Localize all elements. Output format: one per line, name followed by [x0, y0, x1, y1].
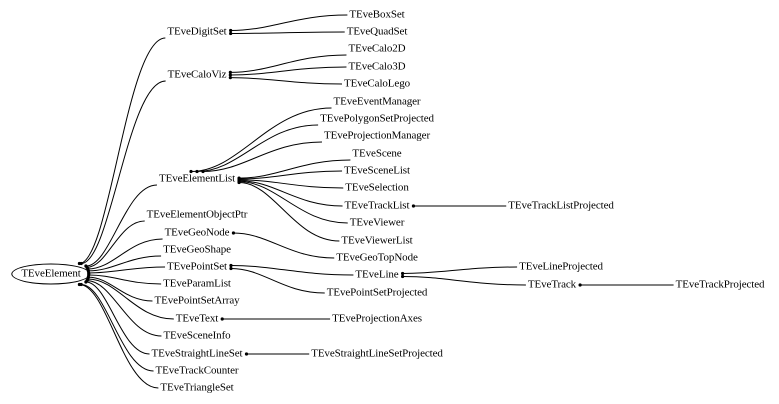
- node-TEveTrackList[interactable]: TEveTrackList: [344, 199, 410, 212]
- edge-TEveScene-to-TEveElementList: [239, 159, 351, 179]
- edge-TEvePolygonSetProjected-to-TEveElementList: [196, 124, 319, 172]
- arrowhead-icon: [229, 266, 233, 271]
- node-TEveSceneList[interactable]: TEveSceneList: [344, 164, 410, 177]
- arrowhead-icon: [411, 204, 416, 208]
- node-TEvePolygonSetProjected[interactable]: TEvePolygonSetProjected: [320, 112, 434, 125]
- node-TEveLine[interactable]: TEveLine: [355, 268, 399, 281]
- arrowhead-icon: [77, 282, 81, 287]
- arrowhead-icon: [228, 73, 232, 77]
- node-TEveBoxSet[interactable]: TEveBoxSet: [349, 8, 405, 21]
- arrowhead-icon: [189, 169, 193, 174]
- node-TEveEventManager[interactable]: TEveEventManager: [333, 95, 421, 108]
- edge-TEveLineProjected-to-TEveLine: [402, 266, 518, 274]
- arrowhead-icon: [84, 280, 88, 284]
- edge-TEveBoxSet-to-TEveDigitSet: [230, 14, 348, 31]
- edge-TEveViewerList-to-TEveElementList: [239, 182, 340, 242]
- edge-TEveSceneInfo-to-TEveElement: [86, 280, 162, 337]
- edge-TEveTrackCounter-to-TEveElement: [81, 284, 154, 372]
- node-TEvePointSet[interactable]: TEvePointSet: [167, 260, 227, 273]
- arrowhead-icon: [195, 169, 199, 174]
- edge-TEveElementList-to-TEveElement: [85, 184, 157, 267]
- edge-TEveQuadSet-to-TEveDigitSet: [230, 31, 345, 34]
- edge-TEvePointSetProjected-to-TEvePointSet: [230, 268, 325, 294]
- node-TEveDigitSet[interactable]: TEveDigitSet: [167, 25, 227, 38]
- edge-TEveViewer-to-TEveElementList: [239, 181, 348, 224]
- node-TEveSelection[interactable]: TEveSelection: [345, 181, 409, 194]
- node-TEveGeoNode[interactable]: TEveGeoNode: [164, 226, 230, 239]
- node-TEveCaloViz[interactable]: TEveCaloViz: [167, 68, 227, 81]
- edge-TEveGeoTopNode-to-TEveGeoNode: [233, 232, 335, 259]
- edge-TEveCaloLego-to-TEveCaloViz: [230, 77, 343, 85]
- edge-TEveEventManager-to-TEveElementList: [190, 107, 332, 172]
- arrowhead-icon: [578, 283, 582, 287]
- edge-TEveCalo2D-to-TEveCaloViz: [230, 54, 347, 73]
- node-TEveProjectionManager[interactable]: TEveProjectionManager: [323, 129, 431, 142]
- edge-TEvePointSetArray-to-TEveElement: [88, 276, 153, 302]
- node-TEveProjectionAxes[interactable]: TEveProjectionAxes: [332, 312, 422, 325]
- node-TEveTrackCounter[interactable]: TEveTrackCounter: [155, 364, 239, 377]
- node-TEveText[interactable]: TEveText: [175, 312, 219, 325]
- node-TEveQuadSet[interactable]: TEveQuadSet: [346, 25, 408, 38]
- arrowhead-icon: [244, 352, 249, 356]
- edge-TEveSceneList-to-TEveElementList: [239, 170, 343, 180]
- edge-TEveLine-to-TEvePointSet: [230, 265, 354, 276]
- node-TEvePointSetArray[interactable]: TEvePointSetArray: [154, 294, 240, 307]
- edge-TEveGeoNode-to-TEveElement: [87, 238, 163, 270]
- arrowhead-icon: [229, 31, 233, 36]
- node-TEveTriangleSet[interactable]: TEveTriangleSet: [160, 381, 234, 394]
- edge-TEveTrack-to-TEveLine: [402, 276, 526, 286]
- arrowhead-icon: [228, 76, 232, 80]
- node-TEveElementObjectPtr[interactable]: TEveElementObjectPtr: [146, 208, 248, 221]
- edge-TEveProjectionManager-to-TEveElementList: [202, 141, 322, 172]
- node-TEveElement[interactable]: TEveElement: [11, 263, 91, 285]
- edge-TEveTrackList-to-TEveElementList: [239, 180, 343, 207]
- node-TEveScene[interactable]: TEveScene: [352, 147, 402, 160]
- arrowhead-icon: [229, 263, 233, 268]
- node-TEveGeoTopNode[interactable]: TEveGeoTopNode: [336, 251, 418, 264]
- edge-TEveElementObjectPtr-to-TEveElement: [86, 220, 145, 268]
- node-TEveElementList[interactable]: TEveElementList: [158, 172, 236, 185]
- node-TEveGeoShape[interactable]: TEveGeoShape: [163, 243, 231, 256]
- edge-TEveTriangleSet-to-TEveElement: [79, 284, 159, 389]
- arrowhead-icon: [220, 317, 224, 321]
- arrowhead-icon: [229, 28, 233, 33]
- arrowhead-icon: [400, 271, 405, 276]
- arrowhead-icon: [79, 261, 83, 266]
- node-TEvePointSetProjected[interactable]: TEvePointSetProjected: [326, 286, 428, 299]
- arrowhead-icon: [400, 274, 405, 279]
- node-TEveViewerList[interactable]: TEveViewerList: [341, 234, 413, 247]
- node-TEveCalo2D[interactable]: TEveCalo2D: [348, 42, 406, 55]
- node-TEveViewer[interactable]: TEveViewer: [349, 216, 405, 229]
- edge-TEveSelection-to-TEveElementList: [239, 179, 344, 189]
- arrowhead-icon: [231, 231, 236, 235]
- arrowhead-icon: [237, 180, 241, 185]
- edge-TEveStraightLineSet-to-TEveElement: [85, 281, 150, 355]
- node-TEveSceneInfo[interactable]: TEveSceneInfo: [163, 329, 231, 342]
- edge-TEveText-to-TEveElement: [87, 278, 174, 320]
- edge-TEveCalo3D-to-TEveCaloViz: [230, 66, 347, 76]
- edge-TEvePointSet-to-TEveElement: [88, 266, 166, 274]
- node-TEveStraightLineSet[interactable]: TEveStraightLineSet: [151, 347, 243, 360]
- arrowhead-icon: [228, 70, 232, 74]
- edge-TEveGeoShape-to-TEveElement: [88, 255, 162, 272]
- edge-TEveCaloViz-to-TEveElement: [81, 80, 166, 264]
- node-TEveCalo3D[interactable]: TEveCalo3D: [348, 60, 406, 73]
- node-TEveCaloLego[interactable]: TEveCaloLego: [344, 77, 410, 90]
- node-TEveTrack[interactable]: TEveTrack: [527, 278, 577, 291]
- node-TEveParamList[interactable]: TEveParamList: [163, 277, 231, 290]
- node-TEveStraightLineSetProjected[interactable]: TEveStraightLineSetProjected: [311, 347, 443, 360]
- node-TEveTrackProjected[interactable]: TEveTrackProjected: [675, 278, 765, 291]
- node-TEveTrackListProjected[interactable]: TEveTrackListProjected: [508, 199, 614, 212]
- edge-TEveDigitSet-to-TEveElement: [79, 37, 166, 264]
- node-TEveLineProjected[interactable]: TEveLineProjected: [519, 260, 603, 273]
- edge-TEveParamList-to-TEveElement: [88, 274, 162, 285]
- arrowhead-icon: [201, 169, 205, 174]
